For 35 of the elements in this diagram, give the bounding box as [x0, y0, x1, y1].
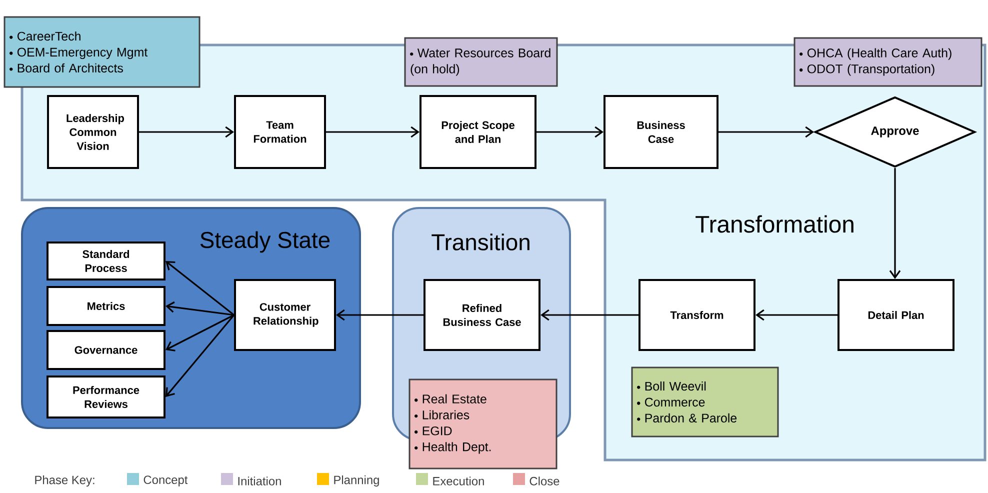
legend-label: Close: [530, 476, 560, 486]
arrow: [718, 126, 814, 138]
arrow: [889, 168, 901, 279]
arrow: [540, 309, 638, 321]
process-box: Standard Process: [46, 242, 166, 280]
arrow: [536, 126, 604, 138]
arrow: [166, 301, 234, 316]
arrow: [166, 261, 234, 316]
callout-box: CareerTech OEM-Emergency Mgmt Board of Architects: [4, 16, 200, 88]
process-box: Project Scope and Plan: [420, 95, 536, 169]
arrow: [166, 314, 234, 352]
process-box: Refined Business Case: [424, 279, 540, 351]
callout-box: OHCA (Health Care Auth) ODOT (Transportation): [794, 37, 982, 87]
process-box: Customer Relationship: [234, 279, 336, 351]
process-box: Leadership Common Vision: [47, 95, 139, 169]
legend-title: Phase Key:: [35, 475, 94, 487]
process-box: Governance: [46, 330, 166, 370]
legend-label: Planning: [334, 475, 379, 487]
process-box: Team Formation: [234, 95, 326, 169]
arrow: [336, 309, 424, 321]
callout-box: Real Estate Libraries EGID Health Dept.: [408, 378, 558, 470]
callout-box: Water Resources Board (on hold): [404, 37, 558, 87]
process-box: Business Case: [604, 95, 718, 169]
process-box: Metrics: [46, 286, 166, 326]
process-box: Transform: [638, 279, 756, 351]
process-box: Detail Plan: [838, 279, 954, 351]
arrow: [756, 309, 838, 321]
legend-label: Initiation: [238, 476, 281, 486]
arrow: [326, 126, 420, 138]
legend-label: Execution: [433, 476, 484, 486]
callout-box: Boll Weevil Commerce Pardon & Parole: [631, 366, 779, 438]
arrow: [166, 314, 235, 397]
legend-label: Concept: [144, 476, 188, 486]
arrow: [139, 126, 234, 138]
process-box: Performance Reviews: [46, 376, 166, 418]
